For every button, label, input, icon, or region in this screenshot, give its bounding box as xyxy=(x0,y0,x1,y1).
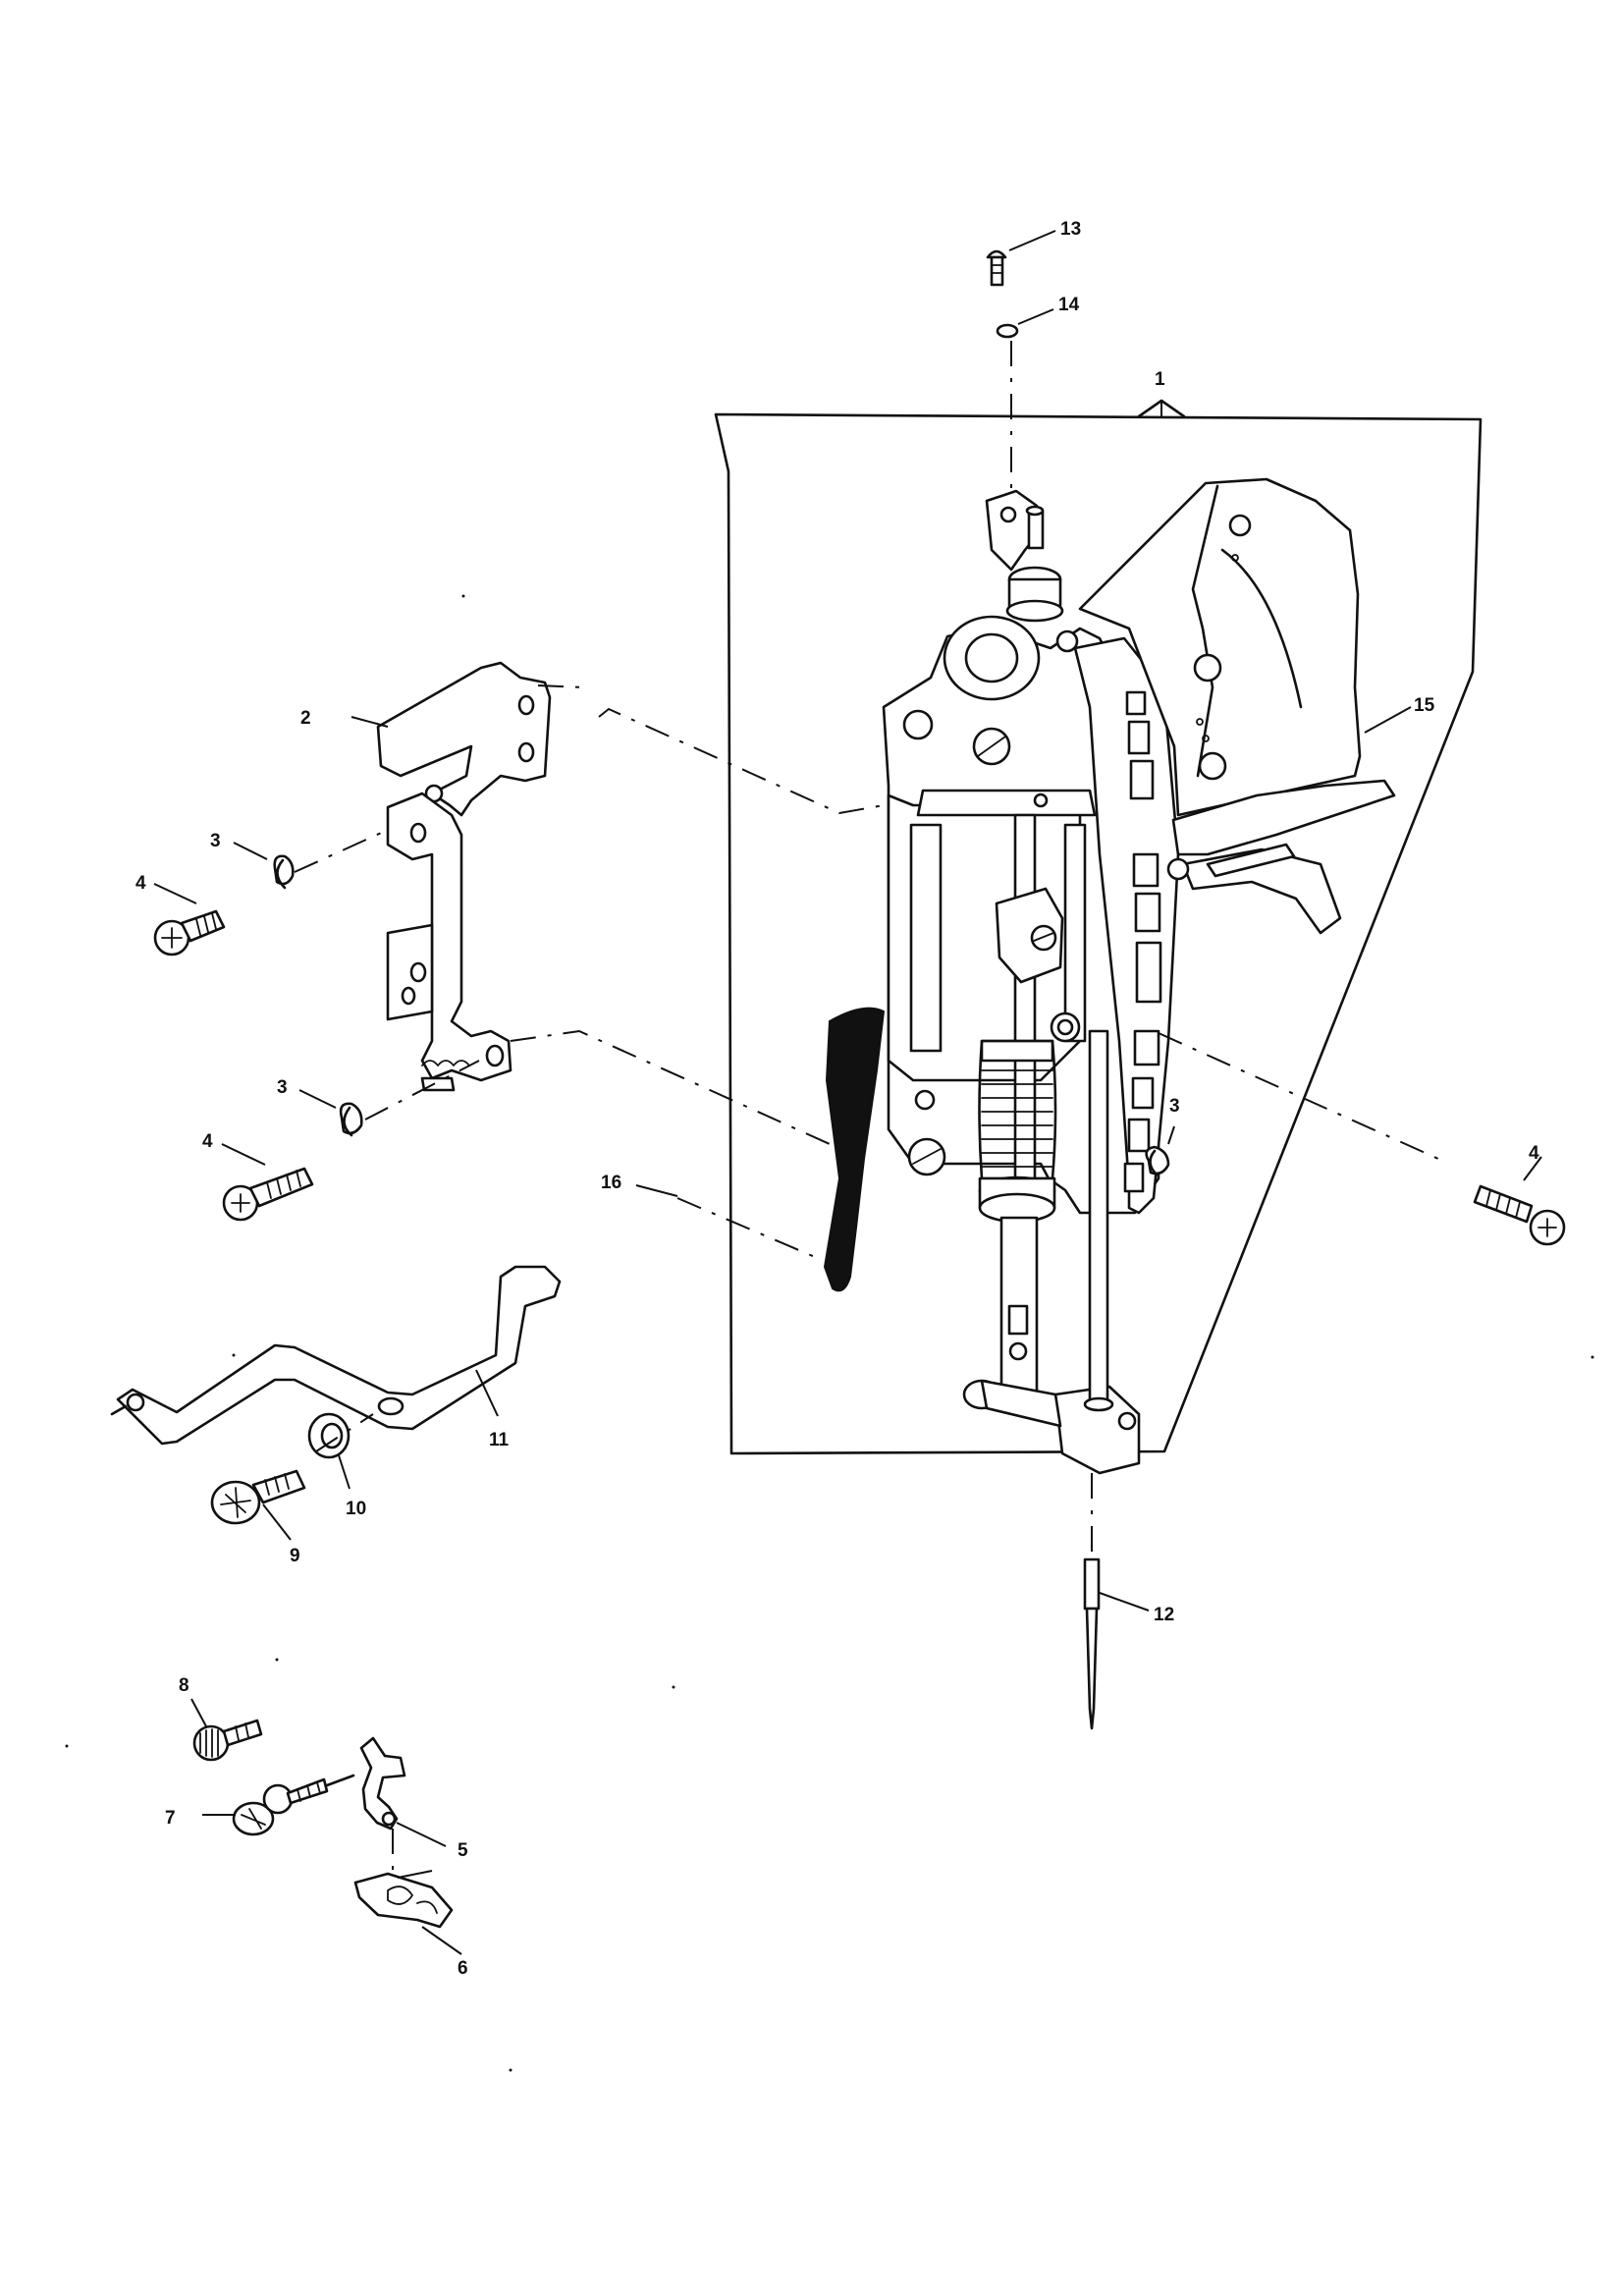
callout-16: 16 xyxy=(601,1173,621,1193)
needle-12 xyxy=(1083,1473,1150,1730)
callout-9: 9 xyxy=(290,1546,300,1566)
washer-3-right xyxy=(1145,1032,1439,1176)
callout-13: 13 xyxy=(1060,219,1081,240)
screw-9 xyxy=(210,1469,306,1541)
screw-4-lower xyxy=(221,1143,314,1222)
callout-4: 4 xyxy=(202,1131,213,1152)
callout-3: 3 xyxy=(1169,1096,1180,1117)
washer-10 xyxy=(307,1412,374,1490)
plate-6 xyxy=(353,1829,462,1955)
callout-3: 3 xyxy=(210,831,221,851)
assembly-boundary xyxy=(714,399,1483,1455)
bar-11 xyxy=(110,1265,562,1446)
callout-labels: 1 2 3 3 3 4 4 4 5 6 7 8 9 10 11 12 13 14… xyxy=(135,219,1539,1979)
callout-3: 3 xyxy=(277,1077,288,1098)
lever-16 xyxy=(635,1007,886,1292)
callout-12: 12 xyxy=(1154,1605,1174,1625)
bracket-2 xyxy=(351,661,585,1092)
callout-6: 6 xyxy=(458,1958,468,1979)
needle-bar-frame xyxy=(882,489,1180,1475)
callout-4: 4 xyxy=(135,873,146,894)
callout-5: 5 xyxy=(458,1840,468,1861)
callout-14: 14 xyxy=(1058,295,1080,315)
screw-7 xyxy=(202,1774,355,1836)
screw-13 xyxy=(986,230,1056,287)
washer-3-lower xyxy=(298,1060,480,1137)
plate-5 xyxy=(359,1736,447,1847)
callout-10: 10 xyxy=(346,1499,366,1519)
callout-4: 4 xyxy=(1529,1143,1539,1164)
callout-7: 7 xyxy=(165,1808,176,1829)
callout-1: 1 xyxy=(1155,369,1165,390)
callout-8: 8 xyxy=(179,1675,189,1696)
screw-4-upper xyxy=(153,883,226,957)
guard-15 xyxy=(1078,477,1412,935)
washer-3-upper xyxy=(233,829,389,890)
callout-11: 11 xyxy=(489,1430,510,1450)
washer-14 xyxy=(996,308,1054,339)
screw-8 xyxy=(190,1698,263,1762)
screw-4-right xyxy=(1473,1156,1566,1246)
callout-15: 15 xyxy=(1414,695,1435,716)
callout-2: 2 xyxy=(300,708,311,729)
